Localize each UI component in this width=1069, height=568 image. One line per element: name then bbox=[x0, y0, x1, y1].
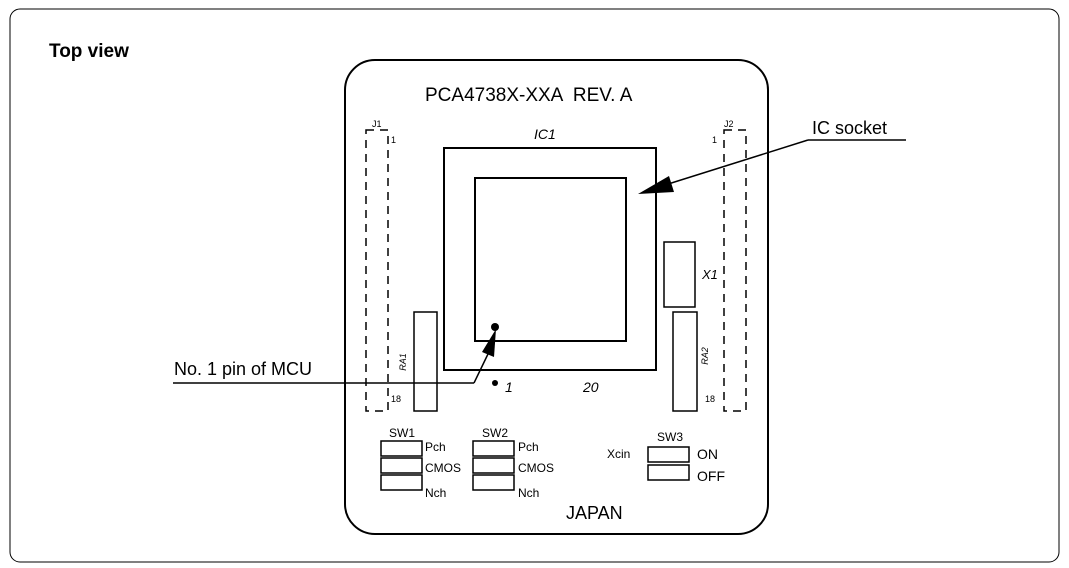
ic1-label: IC1 bbox=[534, 126, 556, 142]
sw3-pos-on: ON bbox=[697, 446, 718, 462]
j2-pin-1: 1 bbox=[712, 135, 717, 145]
x1-crystal bbox=[663, 241, 696, 308]
j2-connector bbox=[723, 129, 747, 412]
ra2-label: RA2 bbox=[700, 347, 710, 365]
sw1-slot-bot bbox=[380, 474, 423, 491]
pin-20-number: 20 bbox=[582, 379, 599, 395]
sw2-pos-nch: Nch bbox=[518, 486, 539, 500]
x1-label: X1 bbox=[701, 267, 718, 282]
sw1-pos-pch: Pch bbox=[425, 440, 446, 454]
figure-frame bbox=[9, 8, 1060, 563]
pin1-leader bbox=[473, 353, 489, 384]
ic-socket-arrowhead bbox=[638, 176, 674, 194]
j1-pin-18: 18 bbox=[391, 394, 401, 404]
pin-1-dot-outer bbox=[492, 380, 498, 386]
j1-label: J1 bbox=[372, 119, 382, 129]
sw1-slot-mid bbox=[380, 457, 423, 474]
j1-connector bbox=[365, 129, 389, 412]
board-outline bbox=[344, 59, 769, 535]
sw3-pos-off: OFF bbox=[697, 468, 725, 484]
sw2-slot-top bbox=[472, 440, 515, 457]
sw2-slot-bot bbox=[472, 474, 515, 491]
sw2-label: SW2 bbox=[482, 426, 508, 440]
ra1-resistor-array bbox=[413, 311, 438, 412]
ic-socket-outer bbox=[443, 147, 657, 371]
ic-socket-inner bbox=[474, 177, 627, 342]
sw1-label: SW1 bbox=[389, 426, 415, 440]
ra1-label: RA1 bbox=[398, 353, 408, 371]
pin-1-dot-inner bbox=[491, 323, 499, 331]
sw2-slot-mid bbox=[472, 457, 515, 474]
sw3-slot-top bbox=[647, 446, 690, 463]
j1-pin-1: 1 bbox=[391, 135, 396, 145]
sw1-slot-top bbox=[380, 440, 423, 457]
sw2-pos-cmos: CMOS bbox=[518, 461, 554, 475]
country-mark: JAPAN bbox=[566, 503, 623, 523]
sw2-pos-pch: Pch bbox=[518, 440, 539, 454]
pin-1-number: 1 bbox=[505, 379, 513, 395]
j2-label: J2 bbox=[724, 119, 734, 129]
sw1-pos-nch: Nch bbox=[425, 486, 446, 500]
pin1-arrowhead bbox=[482, 329, 496, 357]
figure-title: Top view bbox=[49, 41, 129, 62]
sw3-label: SW3 bbox=[657, 430, 683, 444]
ic-socket-callout: IC socket bbox=[812, 118, 887, 138]
pin1-callout: No. 1 pin of MCU bbox=[174, 359, 312, 379]
sw1-pos-cmos: CMOS bbox=[425, 461, 461, 475]
ic-socket-leader bbox=[664, 139, 809, 186]
sw3-signal-label: Xcin bbox=[607, 447, 630, 461]
board-name: PCA4738X-XXA REV. A bbox=[425, 85, 633, 106]
ra2-resistor-array bbox=[672, 311, 698, 412]
j2-pin-18: 18 bbox=[705, 394, 715, 404]
sw3-slot-bot bbox=[647, 464, 690, 481]
